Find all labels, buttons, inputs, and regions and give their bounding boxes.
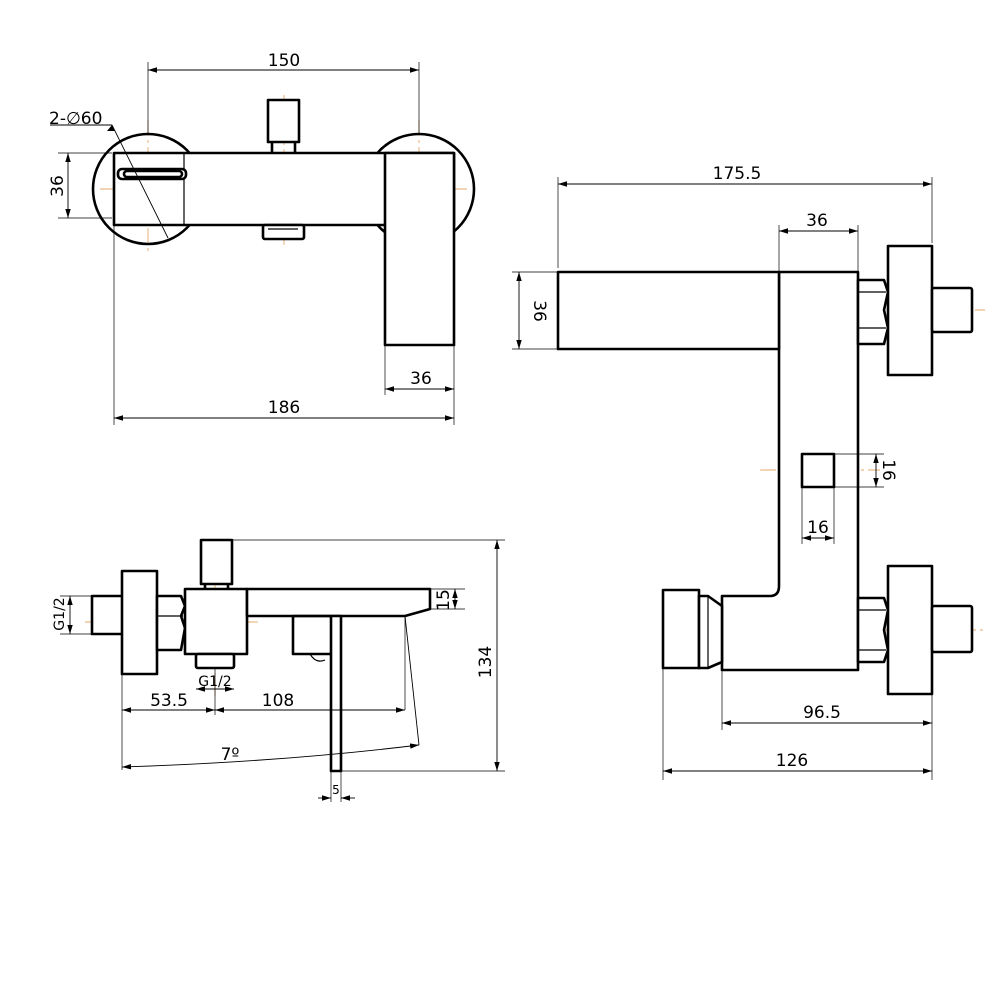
rosette-top — [886, 244, 934, 377]
rosette-side — [120, 569, 159, 676]
top-view: 2-∅60 150 36 36 186 — [48, 51, 476, 425]
pipe-top — [930, 286, 974, 334]
outlet-nozzle-top — [261, 223, 306, 241]
diverter-knob-side — [199, 538, 234, 586]
pipe-bottom — [930, 604, 974, 654]
dim-spout-thickness-label: 15 — [434, 589, 454, 611]
dim-body-width-label: 96.5 — [803, 703, 841, 723]
hex-nut-top — [856, 278, 890, 346]
dim-total-width-label: 175.5 — [713, 164, 762, 184]
bottom-outlet-side — [194, 652, 236, 670]
dim-height-label: 36 — [48, 175, 68, 197]
dim-total-label: 186 — [268, 398, 300, 418]
hex-nut-side — [155, 594, 187, 652]
hex-nut-bottom — [856, 596, 890, 664]
wall-connector-pipe — [90, 594, 126, 636]
mixer-body-side — [183, 587, 249, 656]
lever-handle-side — [293, 614, 343, 773]
dim-knob-height-label: 16 — [878, 459, 898, 481]
handle-block-top — [383, 151, 456, 347]
dim-lever-label: 5 — [332, 783, 340, 797]
dim-thread-left-label: G1/2 — [52, 597, 68, 630]
dim-knob-width-label: 16 — [807, 518, 829, 538]
front-view: 175.5 36 36 16 16 96.5 126 — [512, 164, 985, 780]
dim-spout-height-label: 36 — [529, 300, 549, 322]
dim-overall-label: 126 — [776, 751, 808, 771]
dim-spout-top-label: 36 — [806, 211, 828, 231]
dim-angle-label: 7º — [221, 745, 240, 765]
dim-height-side-label: 134 — [476, 646, 496, 678]
rosette-bottom — [886, 564, 934, 696]
dim-eccentric-label: 2-∅60 — [49, 109, 102, 129]
dim-offset-label: 53.5 — [150, 691, 188, 711]
side-view: G1/2 G1/2 15 134 53.5 108 7º 5 — [52, 538, 505, 802]
lever-handle-front — [661, 588, 701, 670]
spout-side — [245, 587, 432, 618]
spout-front — [556, 270, 781, 351]
dim-handle-label: 36 — [410, 369, 432, 389]
diverter-knob-top — [266, 98, 301, 144]
diverter-knob-front — [800, 452, 836, 489]
dim-spout-reach-label: 108 — [262, 691, 294, 711]
mixer-body-front — [720, 270, 860, 672]
dim-width-label: 150 — [268, 51, 300, 71]
